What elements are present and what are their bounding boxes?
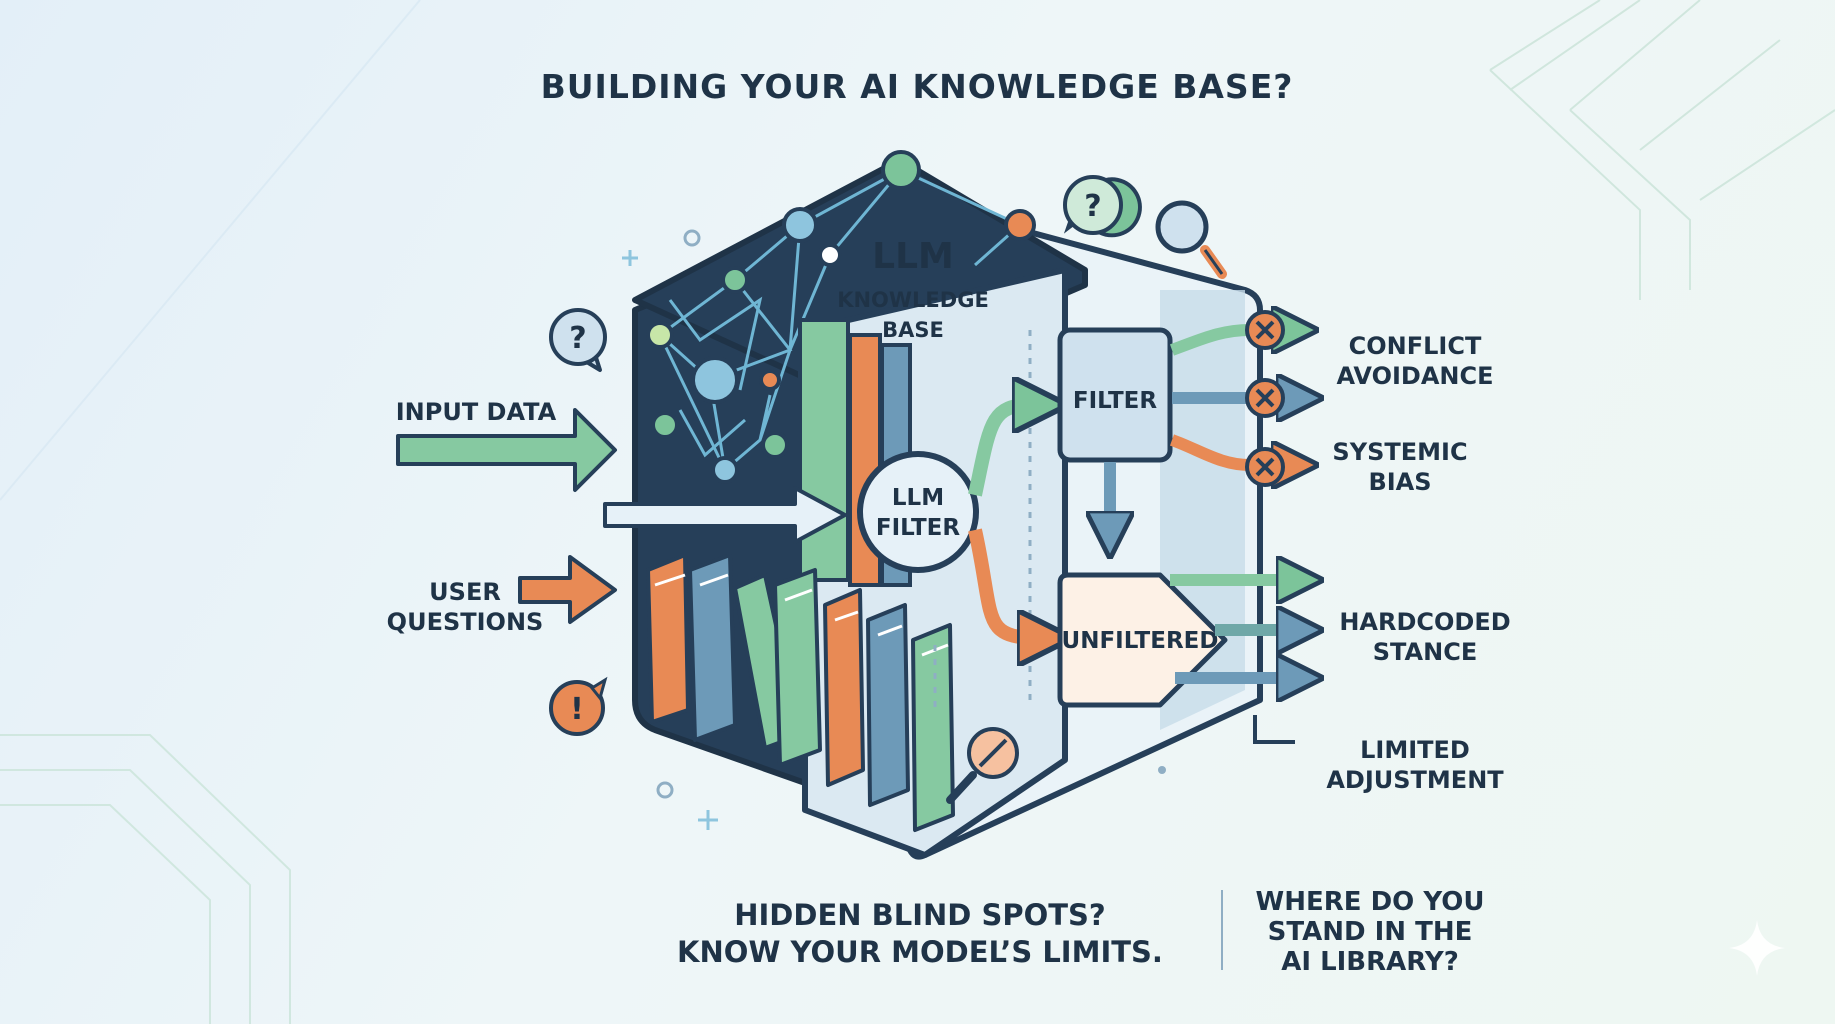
- bias-label-bottom: BIAS: [1368, 468, 1431, 496]
- user-questions-arrow: [518, 555, 617, 624]
- graph-node: [818, 243, 842, 267]
- unfiltered-box-label: UNFILTERED: [1062, 628, 1219, 654]
- cube-label-base: BASE: [882, 318, 944, 342]
- input-data-label: INPUT DATA: [396, 398, 557, 426]
- exclamation-bubble-icon: [549, 680, 605, 736]
- book: [911, 623, 955, 832]
- input-data-arrow: [396, 408, 617, 492]
- hardcoded-label-top: HARDCODED: [1339, 608, 1510, 636]
- graph-node: [651, 411, 679, 439]
- page-title: BUILDING YOUR AI KNOWLEDGE BASE?: [541, 67, 1294, 106]
- conflict-label-bottom: AVOIDANCE: [1336, 362, 1493, 390]
- flow-to-filter: [968, 405, 1040, 497]
- footer-left-line1: HIDDEN BLIND SPOTS?: [734, 898, 1105, 932]
- bias-label-top: SYSTEMIC: [1332, 438, 1467, 466]
- graph-node: [721, 266, 749, 294]
- graph-node: [711, 456, 739, 484]
- sparkle-icon: [1729, 920, 1785, 976]
- graph-node: [646, 321, 674, 349]
- query-arrow: [603, 486, 847, 544]
- unfiltered-output-arrows: [1170, 580, 1300, 678]
- input-arrows: [396, 408, 847, 624]
- cube-label-knowledge: KNOWLEDGE: [837, 288, 989, 312]
- book-shelf: [646, 553, 955, 832]
- magnifier-search-icon: [1155, 200, 1227, 279]
- footer-right-line2: STAND IN THE: [1268, 917, 1473, 947]
- block-markers: [1245, 310, 1285, 487]
- limited-bracket: [1253, 715, 1295, 744]
- network-nodes: [646, 150, 1036, 484]
- graph-node: [691, 356, 739, 404]
- hardcoded-label-bottom: STANCE: [1373, 638, 1477, 666]
- user-questions-label-top: USER: [429, 578, 501, 606]
- question-mark: ?: [1084, 189, 1101, 224]
- conflict-label-top: CONFLICT: [1349, 332, 1482, 360]
- speech-bubble-alert: !: [549, 676, 608, 736]
- limited-label-bottom: ADJUSTMENT: [1326, 766, 1504, 794]
- cube-label-llm: LLM: [872, 236, 954, 277]
- footer-left-line2: KNOW YOUR MODEL’S LIMITS.: [677, 935, 1163, 969]
- limited-label-top: LIMITED: [1360, 736, 1470, 764]
- footer-right-line3: AI LIBRARY?: [1281, 947, 1459, 977]
- speech-bubble-question-left: ?: [549, 308, 607, 372]
- magnifier-block-icon: [946, 727, 1019, 804]
- exclamation-mark: !: [570, 692, 584, 727]
- book: [773, 568, 822, 767]
- question-mark: ?: [569, 321, 586, 356]
- graph-node: [782, 207, 818, 243]
- graph-node: [881, 150, 921, 190]
- footer-right-line1: WHERE DO YOU: [1256, 887, 1485, 917]
- question-bubble-icon: [549, 308, 607, 366]
- flow-to-unfiltered: [968, 528, 1045, 638]
- filter-box-label: FILTER: [1073, 388, 1158, 414]
- decorative-dots: [622, 229, 1166, 830]
- llm-filter-node: [857, 451, 979, 573]
- graph-node: [761, 431, 789, 459]
- book: [823, 588, 865, 787]
- speech-bubble-question-top: ?: [1063, 175, 1142, 238]
- panel-green: [798, 318, 850, 582]
- graph-node: [1004, 209, 1036, 241]
- book: [866, 603, 910, 807]
- filter-box: [1057, 327, 1173, 463]
- question-bubble-icon: [1063, 175, 1123, 235]
- graph-node: [759, 369, 781, 391]
- book: [646, 553, 690, 724]
- book: [688, 553, 737, 742]
- llm-filter-label-bottom: FILTER: [876, 515, 961, 541]
- llm-filter-label-top: LLM: [892, 485, 944, 511]
- user-questions-label-bottom: QUESTIONS: [387, 608, 544, 636]
